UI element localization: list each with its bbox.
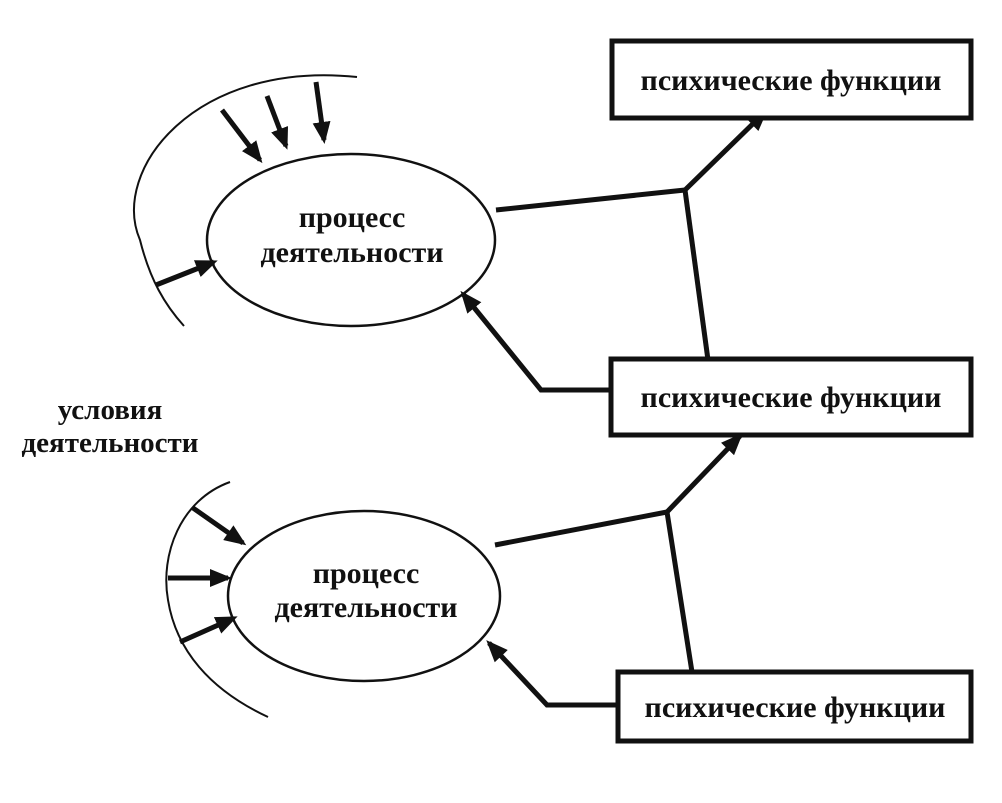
upper-output-arrow (683, 109, 768, 192)
lower-process-label-line1: процесс (313, 557, 420, 590)
upper-condition-arrow-4 (155, 259, 218, 288)
conditions-label-line2: деятельности (22, 427, 199, 459)
lower-process-ellipse (226, 509, 502, 683)
lower-process-label-line2: деятельности (274, 591, 457, 624)
upper-process-ellipse (205, 152, 497, 328)
conditions-label-line1: условия (58, 394, 163, 426)
upper-process-label-line2: деятельности (260, 236, 443, 269)
lower-condition-arrow-1 (191, 505, 247, 546)
lower-feedback-arrow (486, 640, 616, 708)
lower-conditions-arc (165, 481, 269, 718)
upper-condition-arrow-1 (220, 108, 263, 164)
bottom-function-label: психические функции (645, 691, 946, 724)
top-function-box (609, 38, 974, 121)
upper-condition-arrow-2 (264, 95, 289, 150)
upper-feedback-arrow (460, 290, 613, 393)
lower-output-line (494, 509, 668, 548)
lower-feedback-vertical (664, 511, 695, 673)
lower-condition-arrow-3 (178, 615, 238, 645)
upper-output-line (495, 187, 686, 213)
bottom-function-box (615, 669, 974, 744)
middle-function-box (608, 356, 974, 438)
upper-process-label-line1: процесс (299, 201, 406, 234)
upper-condition-arrow-3 (312, 81, 331, 144)
lower-output-arrow (665, 433, 743, 514)
upper-feedback-vertical (682, 189, 711, 361)
upper-conditions-arc (133, 74, 358, 327)
middle-function-label: психические функции (641, 381, 942, 414)
top-function-label: психические функции (641, 64, 942, 97)
